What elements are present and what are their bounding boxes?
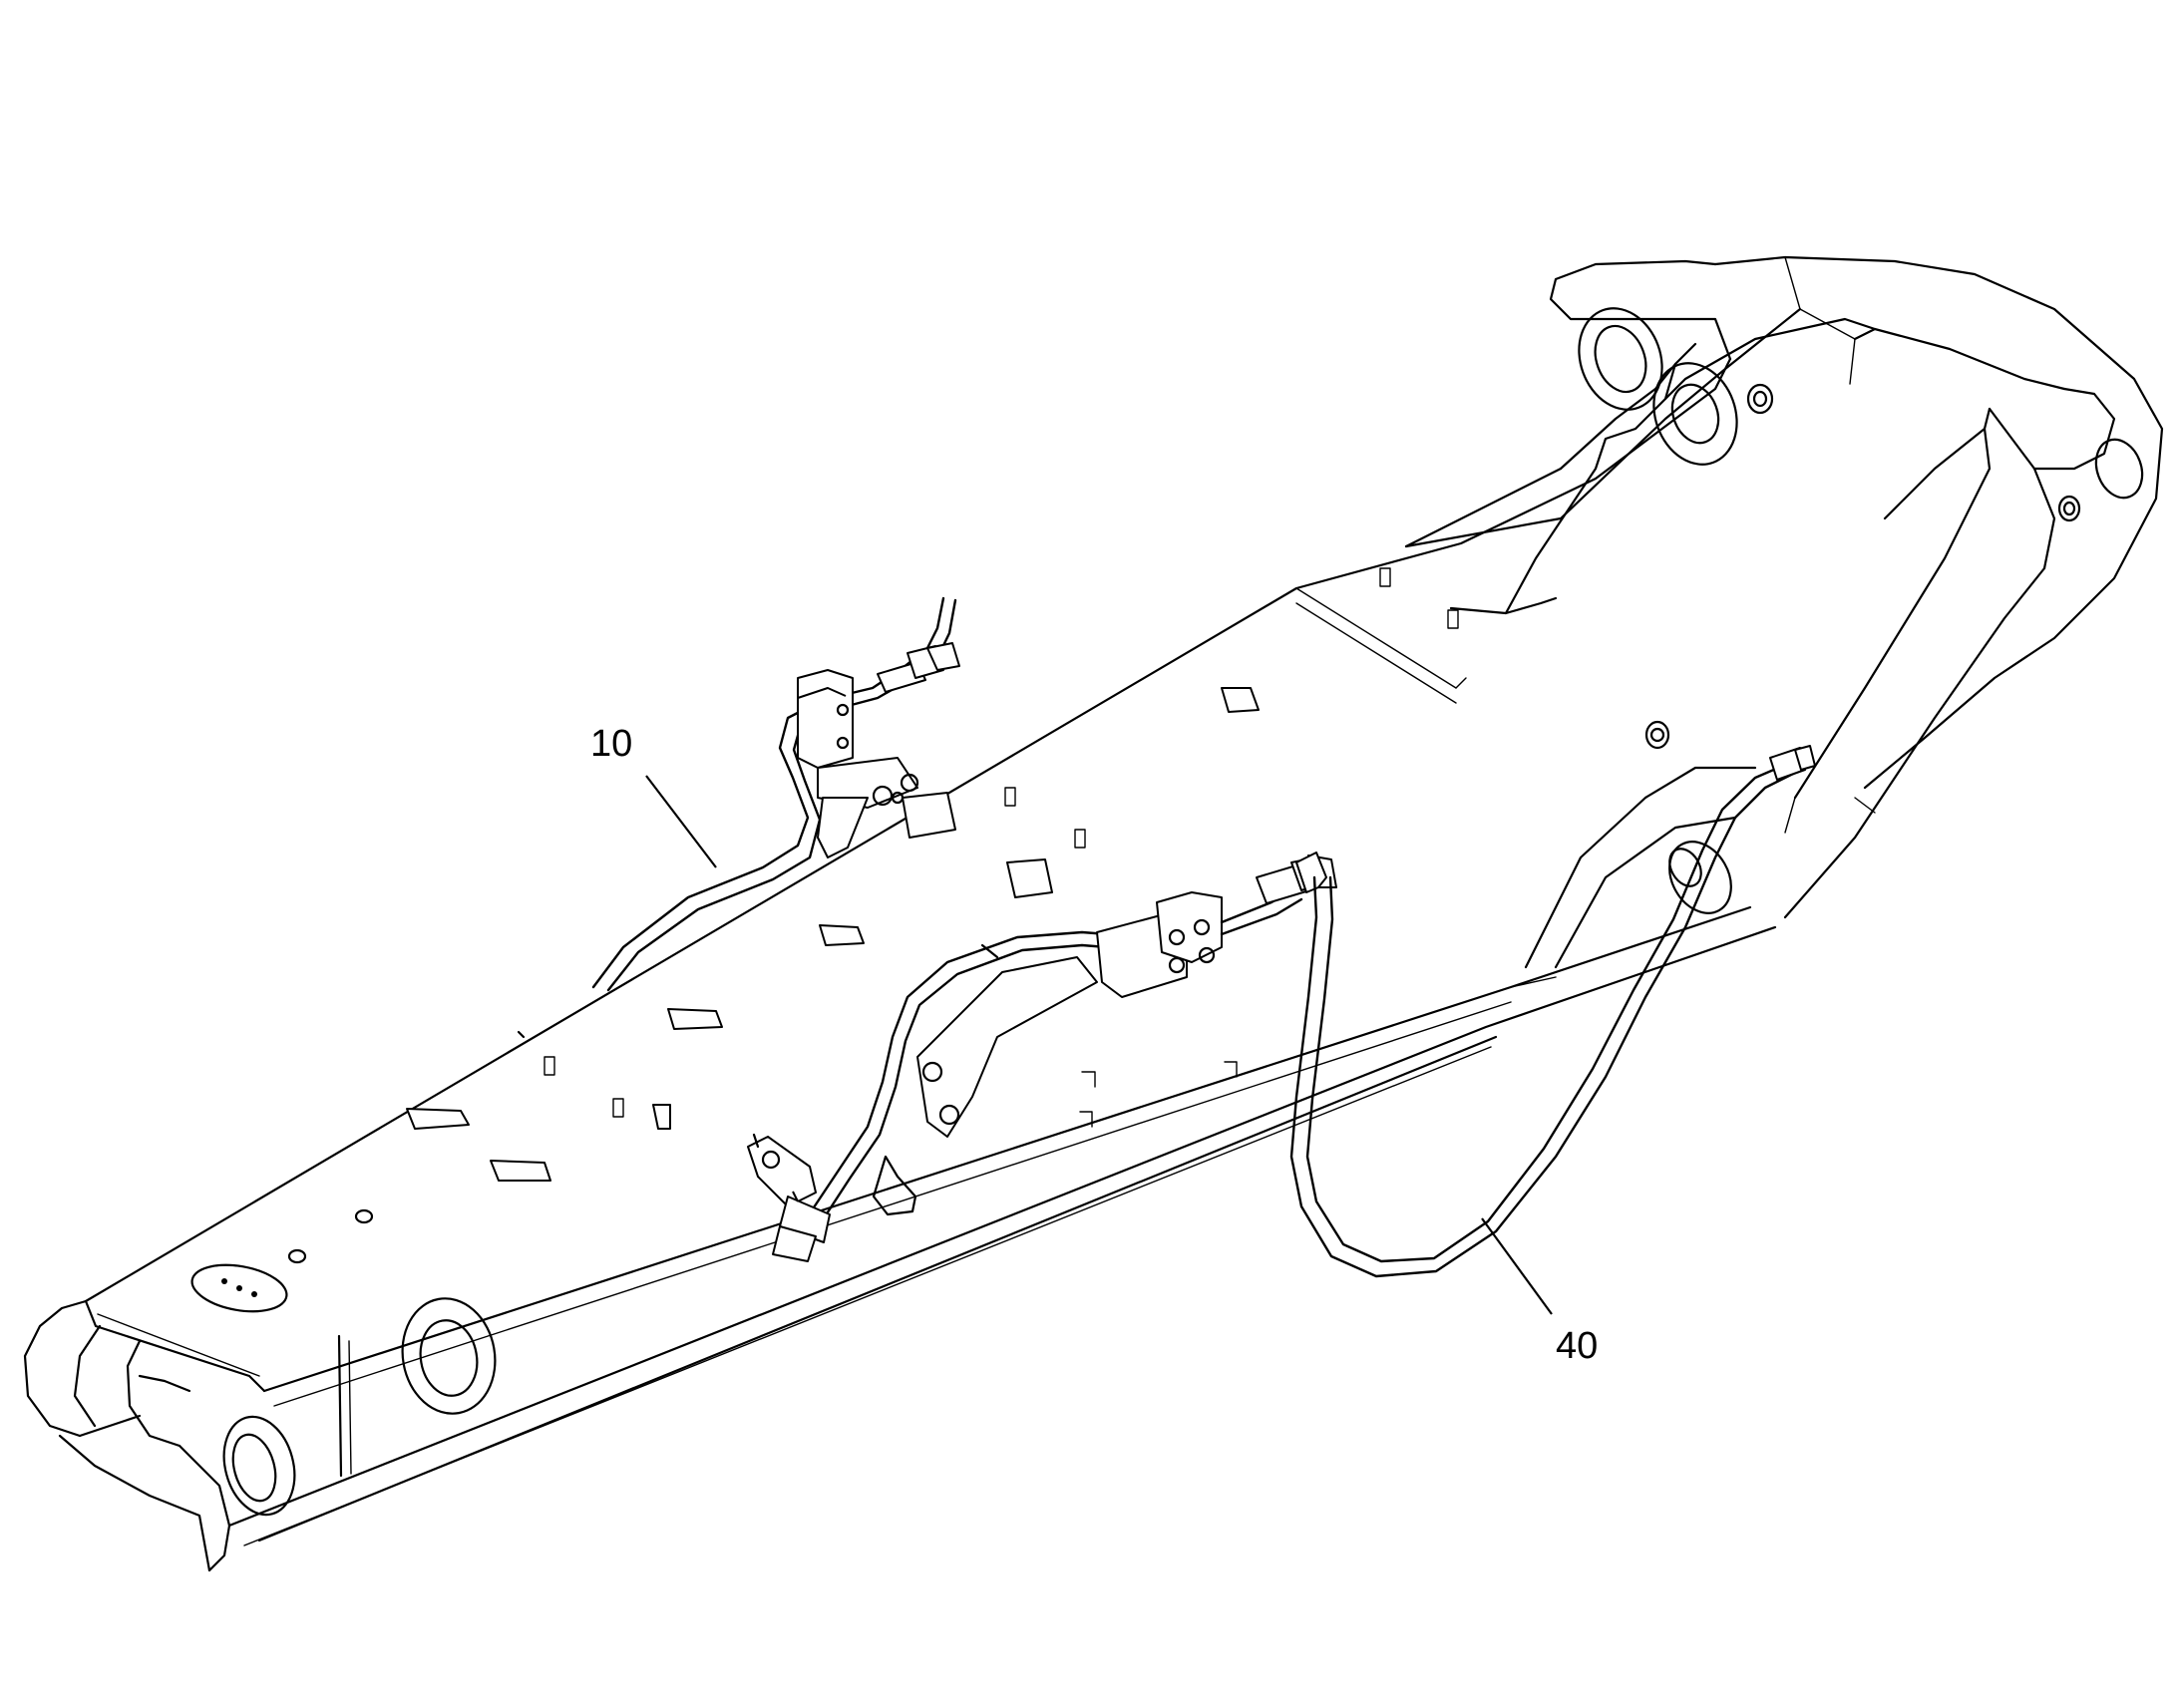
hose-10-assembly — [591, 596, 1053, 992]
callout-40: 40 — [1481, 1217, 1598, 1367]
hose-40-assembly — [747, 745, 1816, 1278]
callout-10-label: 10 — [590, 723, 632, 765]
boom-structure — [23, 255, 2164, 1572]
callout-10: 10 — [590, 723, 717, 868]
callout-40-label: 40 — [1556, 1325, 1598, 1367]
callout-40-leader — [1481, 1217, 1553, 1315]
callout-10-leader — [645, 775, 717, 868]
